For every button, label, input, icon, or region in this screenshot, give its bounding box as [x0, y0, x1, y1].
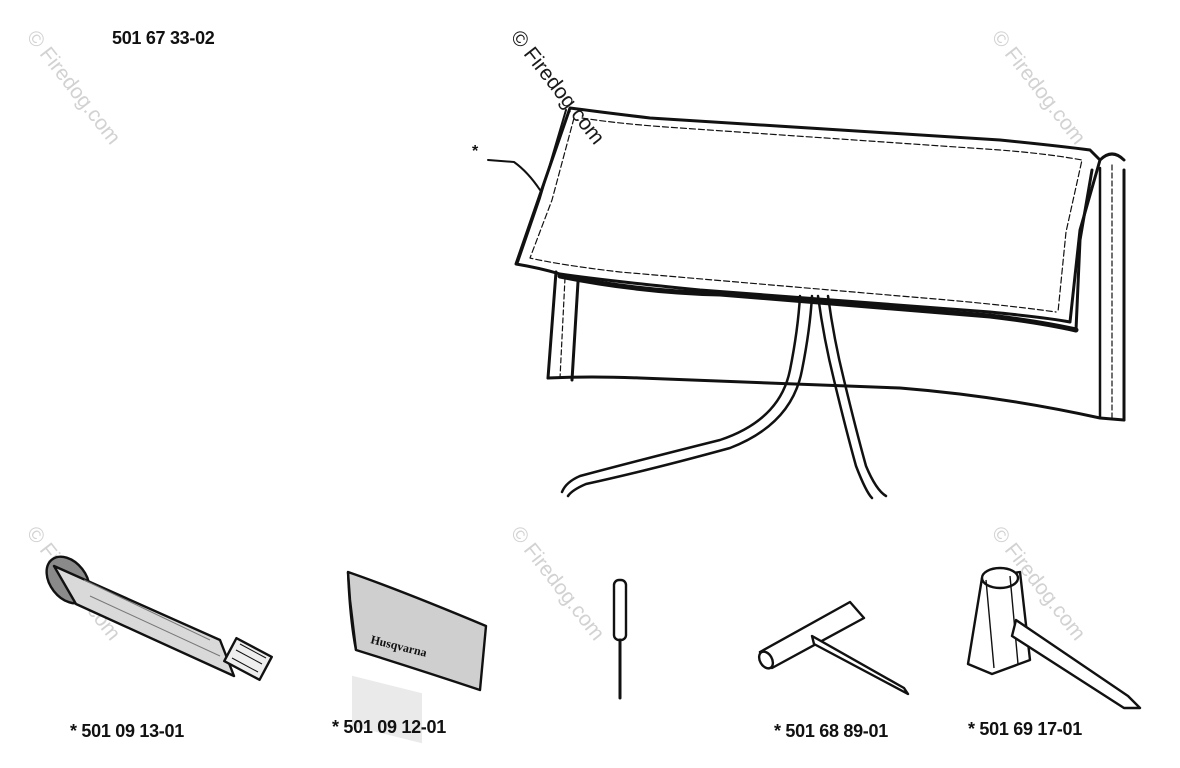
bag-callout-marker: *: [472, 143, 478, 160]
part-number-t-wrench: * 501 68 89-01: [774, 721, 888, 741]
kit-part-number: 501 67 33-02: [112, 28, 215, 48]
part-number-manual: * 501 09 12-01: [332, 717, 446, 737]
part-number-grease-tube: * 501 09 13-01: [70, 721, 184, 741]
part-number-plug-wrench: * 501 69 17-01: [968, 719, 1082, 739]
